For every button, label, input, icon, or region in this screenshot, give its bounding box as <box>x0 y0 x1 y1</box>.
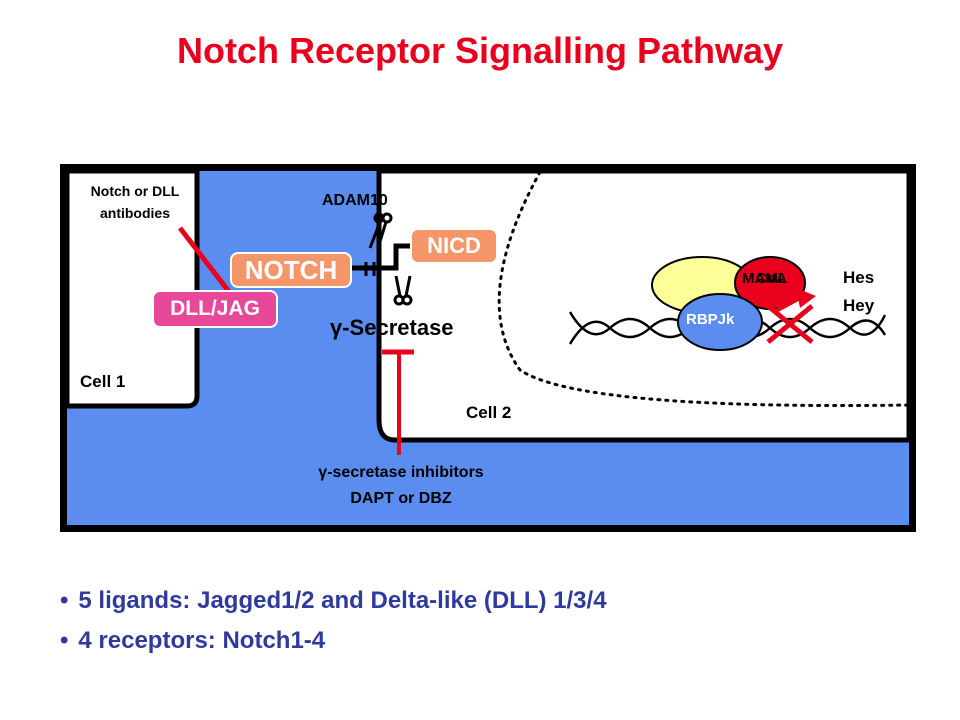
coa-label: CoA <box>756 270 787 287</box>
rbpjk-label: RBPJk <box>686 311 735 328</box>
dll-jag-box: DLL/JAG <box>152 290 278 328</box>
maml-label: MAML <box>742 270 787 287</box>
page-title: Notch Receptor Signalling Pathway <box>176 30 784 71</box>
transcription-arrow <box>773 296 801 314</box>
cell-1 <box>64 168 200 409</box>
nicd-box: NICD <box>410 228 498 264</box>
inhibitors-label: γ-secretase inhibitors DAPT or DBZ <box>318 464 484 507</box>
adam10-label: ADAM10 <box>322 192 388 209</box>
dll-jag-label: DLL/JAG <box>170 297 260 320</box>
hey-label: Hey <box>843 296 875 315</box>
rbpjk-protein <box>677 293 763 351</box>
antibodies-label: Notch or DLL antibodies <box>90 183 180 221</box>
bullet-item-ligands: 5 ligands: Jagged1/2 and Delta-like (DLL… <box>60 586 606 616</box>
cell-1-label: Cell 1 <box>80 372 126 391</box>
cell-2-label: Cell 2 <box>466 403 512 422</box>
bullet-list: 5 ligands: Jagged1/2 and Delta-like (DLL… <box>60 586 607 666</box>
notch-label: NOTCH <box>244 255 338 285</box>
notch-box: NOTCH <box>230 252 352 288</box>
nicd-label: NICD <box>427 233 481 258</box>
hes-label: Hes <box>843 268 875 287</box>
gamma-secretase-label: γ-Secretase <box>330 315 454 340</box>
scissors-icon <box>368 212 393 249</box>
scissors-icon <box>393 275 413 306</box>
block-x-icon <box>766 304 814 344</box>
nucleus-membrane <box>497 170 912 408</box>
arrow-head-icon <box>796 288 816 308</box>
bullet-item-receptors: 4 receptors: Notch1-4 <box>60 626 607 656</box>
